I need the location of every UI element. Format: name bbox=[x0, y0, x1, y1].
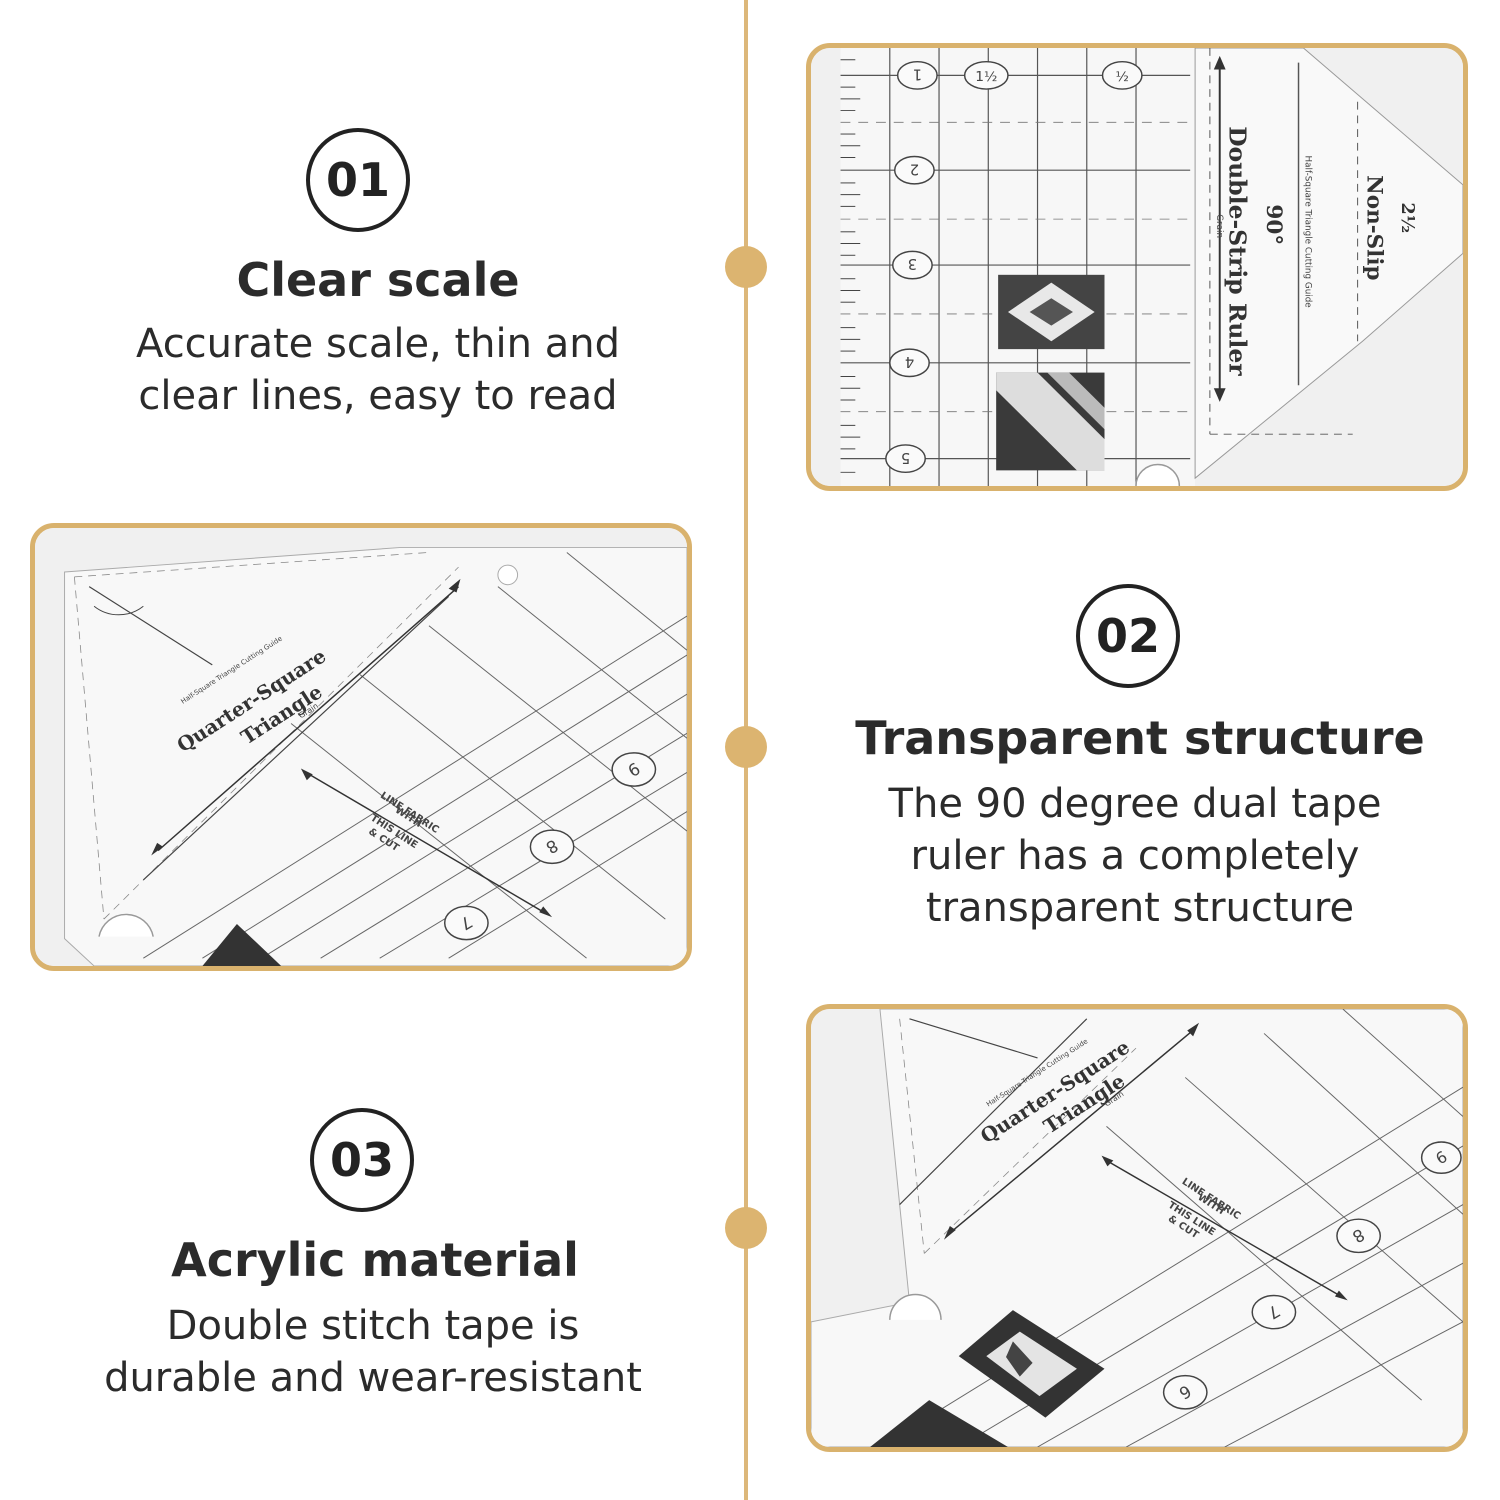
mark-2: 2 bbox=[910, 160, 919, 177]
mark-4: 4 bbox=[905, 353, 914, 370]
feature-desc-transparent-line1: The 90 degree dual tape bbox=[888, 781, 1382, 827]
ruler-illustration-2: 9 8 7 Quarter-Square Triangle Half-Squar… bbox=[35, 528, 687, 966]
guide-text: Half-Square Triangle Cutting Guide bbox=[1302, 156, 1312, 308]
feature-desc-transparent-line2: ruler has a completely bbox=[910, 833, 1360, 879]
feature-number-02: 02 bbox=[1076, 584, 1180, 688]
ruler-illustration-3: 9 8 7 6 Quarter-Square Triangle Half-Squ… bbox=[811, 1009, 1463, 1447]
ruler-angle: 90° bbox=[1261, 204, 1286, 245]
grain-label: Grain bbox=[1214, 214, 1224, 238]
timeline-dot-1 bbox=[725, 246, 767, 288]
feature-desc-clear-scale-line2: clear lines, easy to read bbox=[138, 373, 618, 419]
ruler-photo-quarter-square-2: 9 8 7 6 Quarter-Square Triangle Half-Squ… bbox=[806, 1004, 1468, 1452]
feature-desc-acrylic-line1: Double stitch tape is bbox=[166, 1303, 580, 1349]
mark-5: 5 bbox=[901, 449, 910, 466]
timeline-dot-3 bbox=[725, 1207, 767, 1249]
ruler-illustration-1: 1 1½ ½ 2 3 4 5 Double-Strip Ruler 90° Ha… bbox=[811, 48, 1463, 486]
feature-title-acrylic-material: Acrylic material bbox=[171, 1233, 579, 1287]
size-label: 2½ bbox=[1397, 202, 1418, 233]
ruler-name: Double-Strip Ruler bbox=[1224, 126, 1252, 376]
feature-desc-acrylic-line2: durable and wear-resistant bbox=[104, 1355, 642, 1401]
mark-1-half: 1½ bbox=[975, 69, 997, 85]
feature-title-clear-scale: Clear scale bbox=[236, 253, 520, 307]
feature-number-03: 03 bbox=[310, 1108, 414, 1212]
mark-1: 1 bbox=[913, 66, 922, 83]
feature-number-01: 01 bbox=[306, 128, 410, 232]
mark-3: 3 bbox=[908, 255, 917, 272]
mark-half: ½ bbox=[1116, 69, 1129, 85]
feature-title-transparent-structure: Transparent structure bbox=[855, 711, 1425, 765]
feature-desc-transparent-line3: transparent structure bbox=[925, 885, 1355, 931]
brand-text: Non-Slip bbox=[1361, 175, 1386, 280]
ruler-photo-double-strip: 1 1½ ½ 2 3 4 5 Double-Strip Ruler 90° Ha… bbox=[806, 43, 1468, 491]
ruler-photo-quarter-square-1: 9 8 7 Quarter-Square Triangle Half-Squar… bbox=[30, 523, 692, 971]
timeline-dot-2 bbox=[725, 726, 767, 768]
feature-desc-clear-scale-line1: Accurate scale, thin and bbox=[136, 321, 620, 367]
